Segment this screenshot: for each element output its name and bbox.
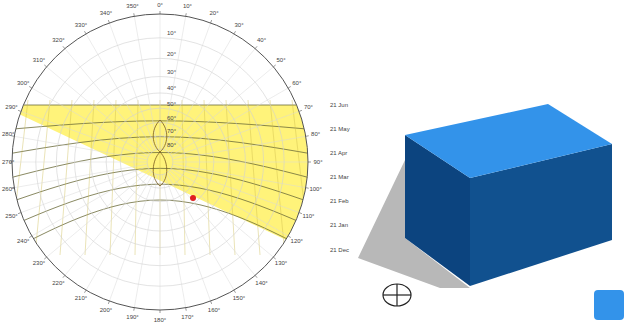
- azimuth-line: [173, 136, 306, 159]
- date-label: 21 Feb: [330, 198, 349, 205]
- azimuth-label: 280°: [2, 131, 14, 138]
- azimuth-label: 130°: [275, 260, 287, 267]
- azimuth-label: 290°: [5, 104, 17, 111]
- date-label: 21 Mar: [330, 174, 349, 181]
- analemma: [153, 120, 167, 186]
- hour-line: [270, 100, 285, 255]
- azimuth-line: [160, 14, 161, 149]
- altitude-ring: [147, 149, 173, 175]
- azimuth-label: 300°: [17, 80, 29, 87]
- azimuth-label: 50°: [276, 57, 285, 64]
- azimuth-label: 210°: [75, 295, 87, 302]
- azimuth-line: [172, 111, 299, 157]
- azimuth-label: 330°: [75, 22, 87, 29]
- color-swatch: [594, 290, 624, 320]
- azimuth-label: 110°: [302, 213, 314, 220]
- azimuth-label: 120°: [291, 238, 303, 245]
- altitude-label: 10°: [167, 30, 176, 37]
- azimuth-label: 220°: [52, 280, 64, 287]
- azimuth-line: [134, 175, 157, 308]
- azimuth-line: [168, 172, 255, 275]
- azimuth-label: 200°: [100, 307, 112, 314]
- hour-line: [35, 100, 50, 255]
- azimuth-line: [86, 173, 154, 290]
- date-label: 21 May: [330, 126, 350, 133]
- altitude-label: 30°: [167, 69, 176, 76]
- azimuth-line: [21, 166, 148, 212]
- azimuth-label: 40°: [257, 37, 266, 44]
- altitude-label: 50°: [167, 101, 176, 108]
- compass-symbol: [383, 284, 411, 306]
- azimuth-label: 310°: [33, 57, 45, 64]
- azimuth-line: [65, 172, 152, 275]
- altitude-label: 80°: [167, 142, 176, 149]
- azimuth-label: 30°: [234, 22, 243, 29]
- sun-marker: [190, 195, 196, 201]
- box-top-face: [405, 104, 612, 178]
- azimuth-label: 270°: [2, 159, 14, 166]
- azimuth-line: [170, 170, 273, 257]
- azimuth-line: [160, 175, 161, 310]
- building-model: [358, 104, 624, 320]
- azimuth-line: [109, 23, 155, 150]
- azimuth-line: [14, 164, 147, 187]
- azimuth-label: 10°: [183, 3, 192, 10]
- azimuth-line: [47, 170, 150, 257]
- azimuth-label: 320°: [52, 37, 64, 44]
- azimuth-label: 20°: [210, 10, 219, 17]
- date-label: 21 Jan: [330, 222, 348, 229]
- azimuth-label: 90°: [313, 159, 322, 166]
- azimuth-label: 170°: [181, 314, 193, 321]
- azimuth-label: 60°: [292, 80, 301, 87]
- date-label: 21 Jun: [330, 102, 348, 109]
- azimuth-label: 180°: [154, 317, 166, 324]
- azimuth-label: 240°: [17, 238, 29, 245]
- azimuth-label: 190°: [126, 314, 138, 321]
- date-label: 21 Dec: [330, 247, 349, 254]
- azimuth-label: 150°: [233, 295, 245, 302]
- azimuth-line: [65, 49, 152, 152]
- horizon-circle: [12, 14, 308, 310]
- azimuth-line: [166, 34, 234, 151]
- azimuth-line: [32, 88, 149, 156]
- azimuth-label: 140°: [255, 280, 267, 287]
- altitude-label: 70°: [167, 128, 176, 135]
- altitude-label: 60°: [167, 115, 176, 122]
- azimuth-line: [12, 162, 147, 163]
- azimuth-line: [168, 49, 255, 152]
- azimuth-label: 160°: [208, 307, 220, 314]
- azimuth-label: 80°: [311, 131, 320, 138]
- azimuth-label: 100°: [309, 186, 321, 193]
- azimuth-label: 230°: [33, 260, 45, 267]
- hour-line: [60, 100, 72, 255]
- sun-path-chart: [0, 11, 320, 313]
- azimuth-line: [47, 67, 150, 154]
- azimuth-label: 0°: [157, 2, 163, 9]
- azimuth-label: 260°: [2, 186, 14, 193]
- hour-line: [248, 100, 260, 255]
- azimuth-line: [164, 174, 210, 301]
- azimuth-line: [173, 164, 306, 187]
- altitude-label: 20°: [167, 51, 176, 58]
- azimuth-line: [173, 162, 308, 163]
- azimuth-line: [162, 175, 185, 308]
- azimuth-line: [171, 168, 288, 236]
- azimuth-label: 340°: [100, 10, 112, 17]
- azimuth-line: [170, 67, 273, 154]
- altitude-label: 40°: [167, 85, 176, 92]
- azimuth-label: 70°: [304, 104, 313, 111]
- azimuth-label: 350°: [126, 3, 138, 10]
- azimuth-line: [14, 136, 147, 159]
- date-label: 21 Apr: [330, 150, 347, 157]
- azimuth-label: 250°: [5, 213, 17, 220]
